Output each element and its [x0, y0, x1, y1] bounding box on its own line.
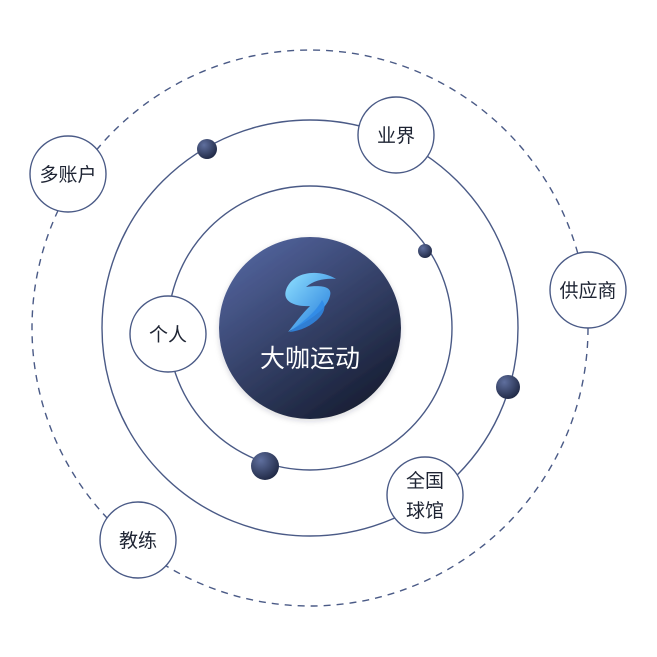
node-label-line-1: 全国 — [406, 470, 444, 492]
brand-name: 大咖运动 — [260, 344, 360, 373]
node-supplier[interactable]: 供应商 — [549, 251, 627, 329]
node-label: 业界 — [377, 125, 415, 147]
planet-dot — [197, 139, 217, 159]
planet-dot — [496, 375, 520, 399]
middle-orbit — [101, 119, 519, 537]
center-circle — [219, 237, 401, 419]
node-coach[interactable]: 教练 — [99, 501, 177, 579]
planet-dot — [418, 244, 432, 258]
node-label: 教练 — [119, 530, 157, 552]
node-label: 供应商 — [559, 280, 616, 302]
swoosh-s-logo-icon — [285, 272, 336, 332]
node-national-venues[interactable]: 全国 球馆 — [386, 456, 464, 534]
node-label: 多账户 — [39, 164, 96, 186]
center-brand: 大咖运动 — [219, 237, 401, 419]
node-multi-account[interactable]: 多账户 — [29, 135, 107, 213]
node-label: 个人 — [149, 324, 187, 346]
planet-dot — [251, 452, 279, 480]
node-industry[interactable]: 业界 — [357, 96, 435, 174]
node-label-line-2: 球馆 — [406, 500, 444, 522]
node-individual[interactable]: 个人 — [129, 295, 207, 373]
